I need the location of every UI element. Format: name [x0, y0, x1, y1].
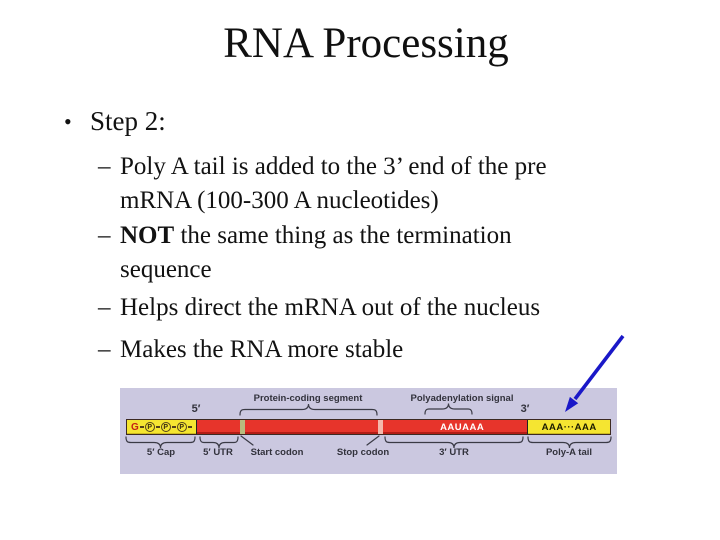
phosphate-circle: P: [176, 422, 187, 432]
start-codon-tick: [239, 420, 245, 434]
bond-dash: [155, 426, 160, 428]
protein-coding-segment-label: Protein-coding segment: [253, 393, 363, 404]
bond-dash: [187, 426, 192, 428]
utr5-label: 5′ UTR: [203, 447, 233, 458]
sub-bullet-stable: – Makes the RNA more stable: [98, 333, 403, 367]
aauaaa-sequence: AAUAAA: [440, 421, 485, 433]
stop-codon-label: Stop codon: [336, 447, 390, 458]
bullet-step: • Step 2:: [64, 106, 166, 138]
sub-bullet-line: sequence: [120, 256, 212, 283]
sub-bullet-line: NOT the same thing as the termination: [120, 219, 512, 253]
polya-tail-label: Poly-A tail: [545, 447, 593, 458]
sub-bullet-line-rest: the same thing as the termination: [174, 222, 512, 249]
bullet-dot-marker: •: [64, 109, 72, 134]
dash-marker: –: [98, 222, 111, 249]
cap-label: 5′ Cap: [146, 447, 176, 458]
polya-sequence: AAA···AAA: [541, 421, 597, 433]
polyadenylation-signal-label: Polyadenylation signal: [410, 393, 514, 404]
brace-polyadenylation: [424, 403, 473, 415]
mrna-bar: G P P P AAUAAA AAA···AAA: [126, 419, 611, 435]
start-codon-label: Start codon: [250, 447, 304, 458]
page-title: RNA Processing: [223, 20, 509, 67]
dash-marker: –: [98, 336, 111, 363]
sub-bullet-nucleus: – Helps direct the mRNA out of the nucle…: [98, 291, 540, 325]
brace-protein-coding: [239, 403, 378, 416]
bold-not: NOT: [120, 222, 175, 249]
sub-bullet-polya-tail: – Poly A tail is added to the 3’ end of …: [98, 150, 547, 218]
sub-bullet-line: Poly A tail is added to the 3’ end of th…: [120, 153, 547, 180]
phosphate-circle: P: [144, 422, 155, 432]
bond-dash: [171, 426, 176, 428]
segment-3-utr: AAUAAA: [382, 420, 528, 434]
sub-bullet-not-termination: – NOT the same thing as the termination …: [98, 219, 512, 287]
segment-5-utr: [196, 420, 240, 434]
three-prime-label: 3′: [520, 403, 530, 415]
phosphate-circle: P: [160, 422, 171, 432]
start-codon-pointer-line: [240, 435, 254, 446]
sub-bullet-line: Helps direct the mRNA out of the nucleus: [120, 294, 541, 321]
segment-polya-tail: AAA···AAA: [527, 420, 611, 434]
segment-protein-coding: [244, 420, 378, 434]
cap-g-nucleotide: G: [130, 421, 139, 433]
segment-5-cap: G P P P: [127, 420, 197, 434]
bullet-step-text: Step 2:: [90, 106, 166, 136]
stop-codon-pointer-line: [366, 435, 380, 446]
utr3-label: 3′ UTR: [439, 447, 469, 458]
stop-codon-tick: [377, 420, 383, 434]
sub-bullet-line: mRNA (100-300 A nucleotides): [120, 187, 439, 214]
bond-dash: [139, 426, 144, 428]
rna-diagram-panel: Protein-coding segment Polyadenylation s…: [120, 388, 617, 474]
dash-marker: –: [98, 294, 111, 321]
dash-marker: –: [98, 153, 111, 180]
sub-bullet-line: Makes the RNA more stable: [120, 336, 404, 363]
five-prime-label: 5′: [191, 403, 201, 415]
